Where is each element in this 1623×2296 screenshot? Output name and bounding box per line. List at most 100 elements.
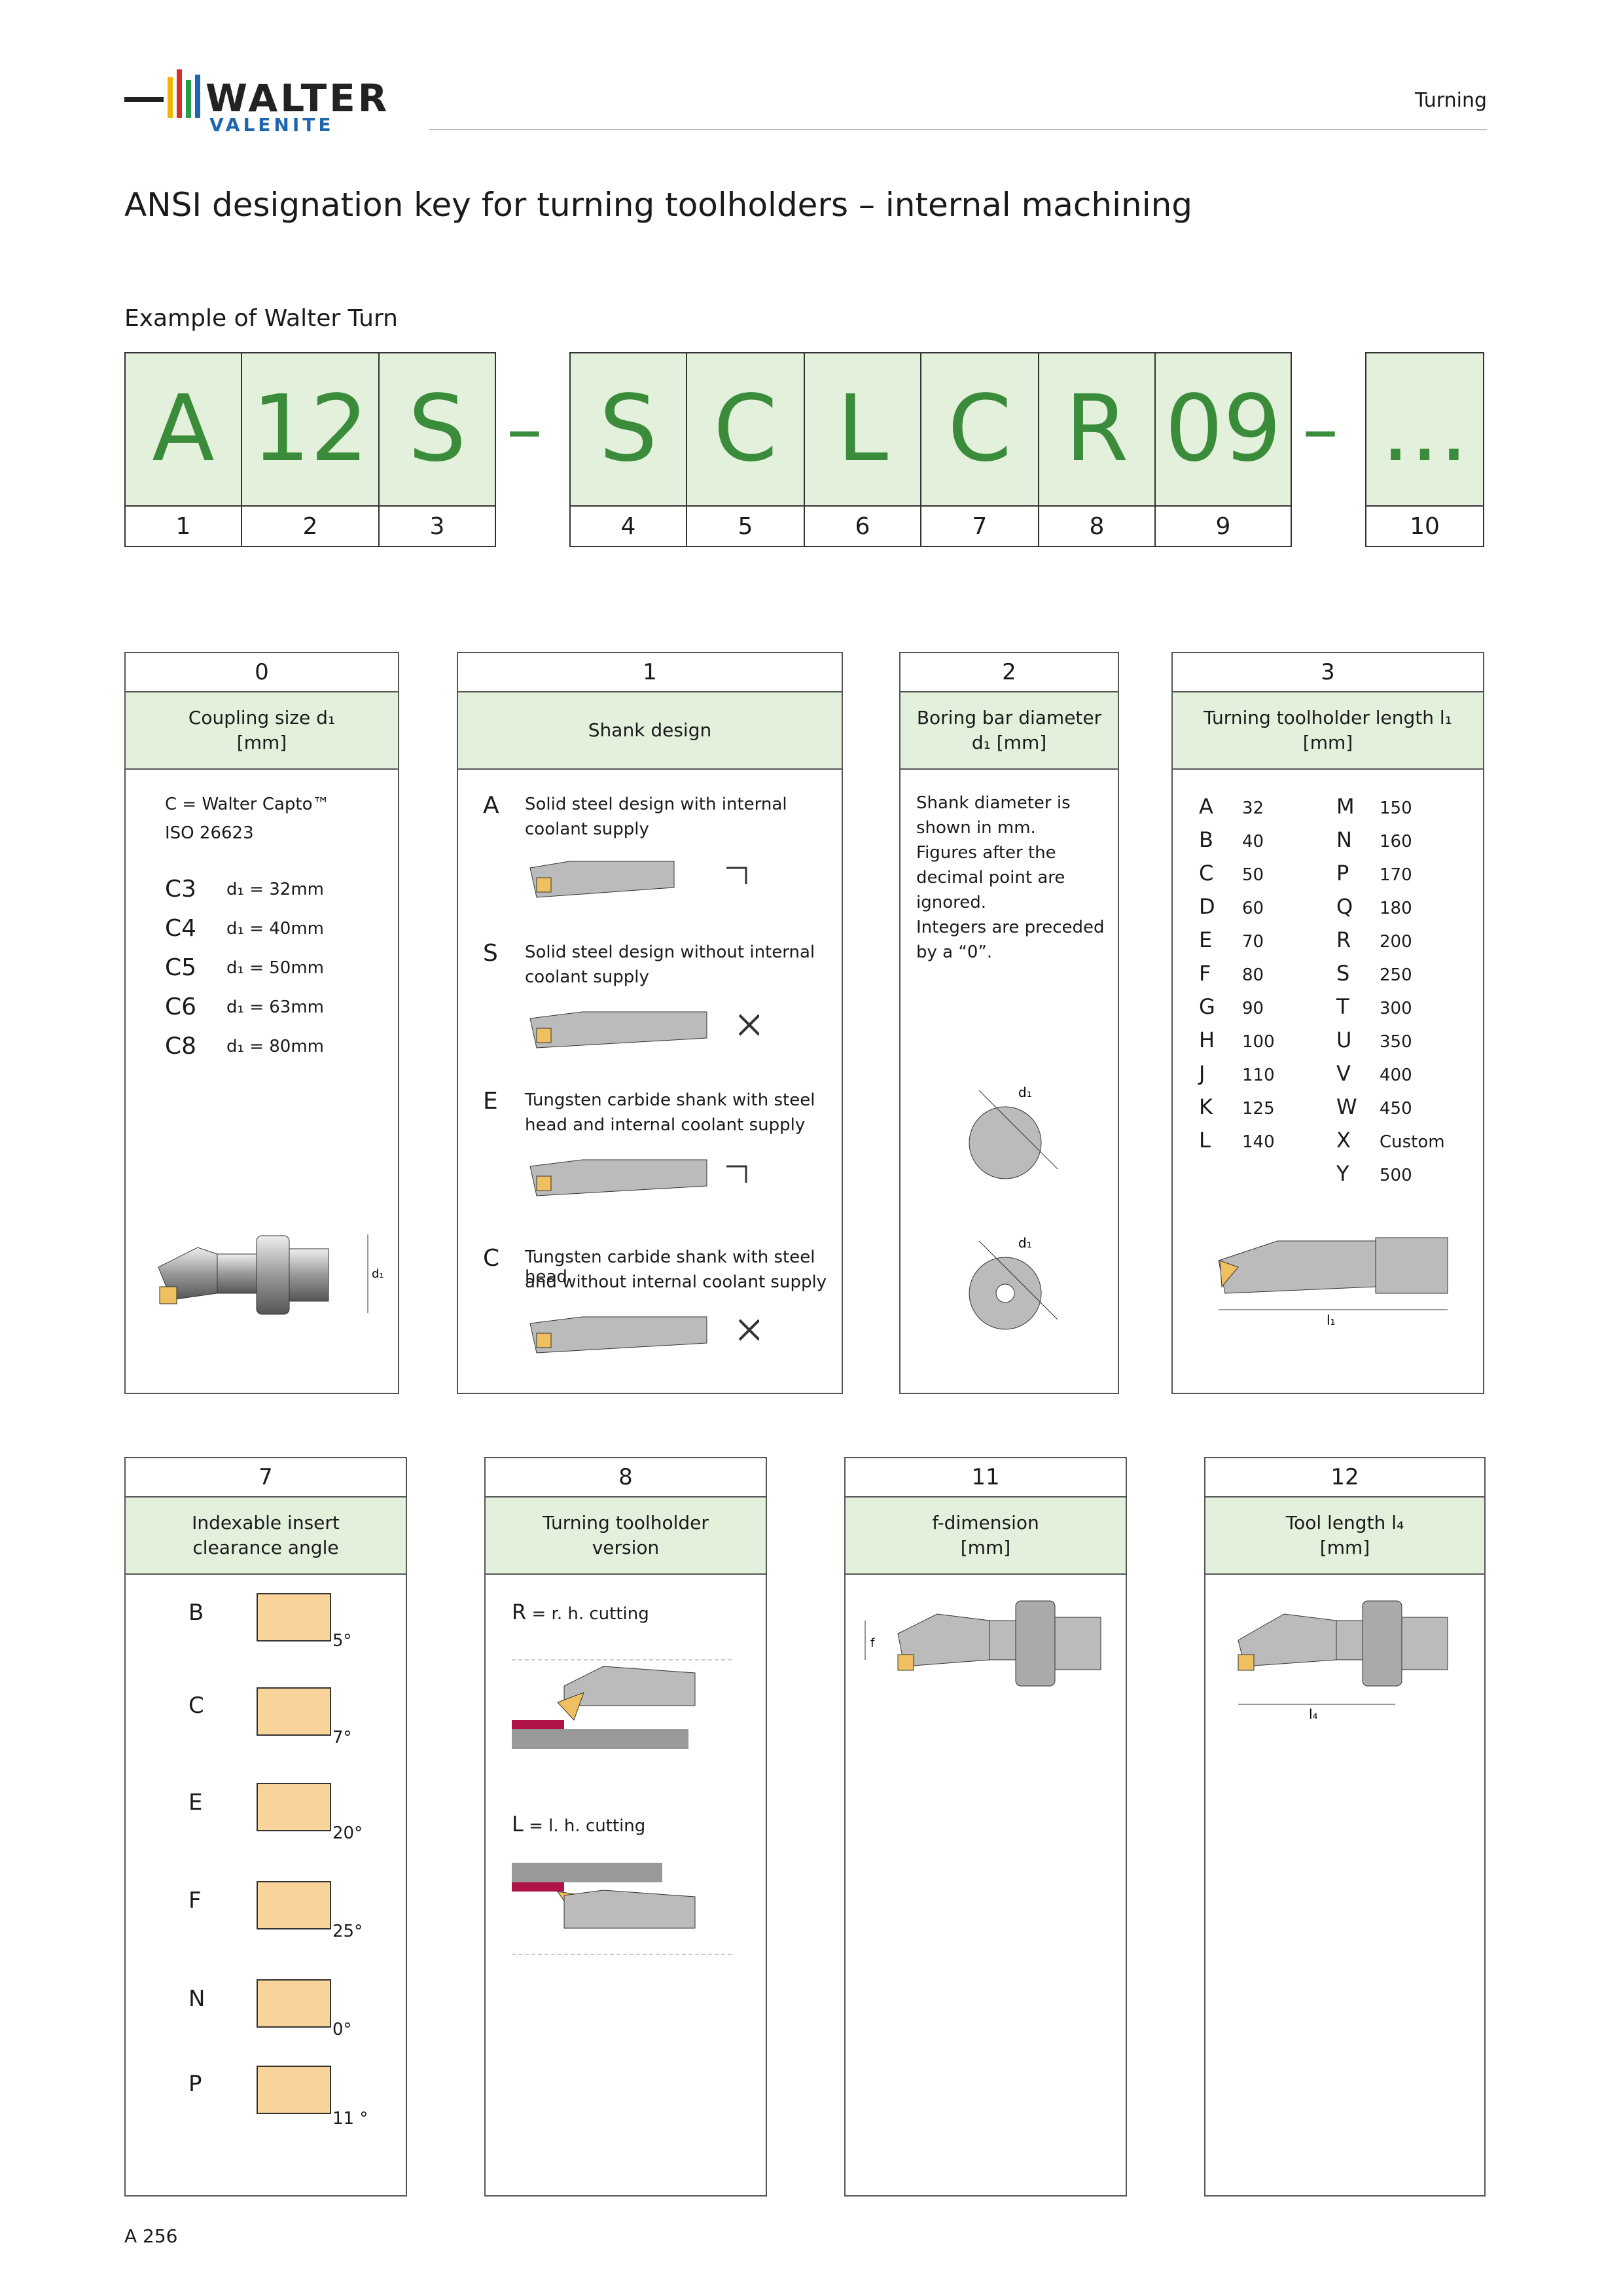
insert-shape <box>257 2066 331 2114</box>
svg-text:VALENITE: VALENITE <box>209 114 334 135</box>
length-code: R <box>1336 927 1351 952</box>
angle-label: 11 ° <box>332 2109 368 2128</box>
heading-line: f-dimension <box>932 1512 1039 1534</box>
shank-code: C <box>483 1245 500 1272</box>
angle-label: 7° <box>332 1728 352 1748</box>
heading-line: Turning toolholder <box>543 1512 709 1534</box>
heading-line: clearance angle <box>192 1537 339 1558</box>
length-value: 200 <box>1380 932 1412 952</box>
angle-label: 0° <box>332 2020 352 2039</box>
length-code: Q <box>1336 894 1353 919</box>
length-code: J <box>1199 1061 1205 1086</box>
length-value: 160 <box>1380 832 1412 852</box>
shank-text: coolant supply <box>525 819 649 839</box>
code-num-1: 1 <box>124 507 242 547</box>
angle-code: F <box>188 1888 202 1914</box>
size-value: d₁ = 80mm <box>226 1037 324 1056</box>
length-code: K <box>1199 1094 1213 1119</box>
left-hand-drawing <box>512 1863 734 1955</box>
shank-s-drawing <box>529 1011 759 1049</box>
version-text: = r. h. cutting <box>526 1604 649 1624</box>
length-value: 80 <box>1242 965 1264 985</box>
heading-line: Boring bar diameter <box>916 707 1102 728</box>
shank-text: Tungsten carbide shank with steel head <box>525 1247 815 1287</box>
length-code: V <box>1336 1061 1351 1086</box>
card-body: A Solid steel design with internal coola… <box>458 770 842 1394</box>
size-code: C5 <box>165 954 197 981</box>
code-num-2: 2 <box>241 507 380 547</box>
card-number: 0 <box>126 653 398 692</box>
angle-code: B <box>188 1600 204 1626</box>
shank-code: S <box>483 940 498 967</box>
heading-line: [mm] <box>236 732 287 753</box>
card-body: C = Walter Capto™ ISO 26623 C3 d₁ = 32mm… <box>126 770 398 1394</box>
size-code: C8 <box>165 1033 197 1060</box>
code-char-4: S <box>569 352 687 507</box>
dim-label: d₁ <box>372 1267 384 1281</box>
card-f-dimension: 11 f-dimension[mm] f <box>844 1457 1127 2197</box>
length-code: D <box>1199 894 1215 919</box>
length-code: X <box>1336 1128 1351 1153</box>
size-code: C6 <box>165 994 197 1020</box>
card-body: f <box>846 1575 1126 2197</box>
card-tool-length: 12 Tool length l₄[mm] l₄ <box>1204 1457 1486 2197</box>
card-heading: Indexable insert clearance angle <box>126 1498 406 1575</box>
angle-code: E <box>188 1789 203 1816</box>
heading-line: Tool length l₄ <box>1285 1512 1404 1534</box>
length-value: 70 <box>1242 932 1264 952</box>
card-body: Shank diameter is shown in mm. Figures a… <box>901 770 1118 1394</box>
code-char-6: L <box>804 352 921 507</box>
shank-text: and without internal coolant supply <box>525 1272 827 1292</box>
heading-line: Indexable insert <box>192 1512 340 1534</box>
card-number: 8 <box>486 1458 766 1498</box>
card-body: l₄ <box>1205 1575 1484 2197</box>
code-dash: – <box>507 387 543 471</box>
heading-line: version <box>592 1537 660 1558</box>
length-value: 500 <box>1380 1166 1412 1185</box>
code-num-4: 4 <box>569 507 687 547</box>
code-num-3: 3 <box>378 507 496 547</box>
heading-line: [mm] <box>1302 732 1353 753</box>
card-number: 7 <box>126 1458 406 1498</box>
dim-label: d₁ <box>1018 1235 1032 1251</box>
info-line: shown in mm. <box>916 818 1036 838</box>
card-number: 12 <box>1205 1458 1484 1498</box>
length-code: G <box>1199 994 1215 1019</box>
shank-text: coolant supply <box>525 967 649 987</box>
length-code: H <box>1199 1028 1215 1052</box>
card-body: R = r. h. cutting L = l. h. cutting <box>486 1575 766 2197</box>
dim-label: f <box>870 1636 875 1650</box>
angle-label: 25° <box>332 1922 363 1941</box>
code-num-6: 6 <box>804 507 921 547</box>
insert-shape <box>257 1979 331 2028</box>
length-value: 32 <box>1242 798 1264 818</box>
card-heading: Shank design <box>458 692 842 770</box>
capto-line: C = Walter Capto™ <box>165 795 330 814</box>
length-code: E <box>1199 927 1213 952</box>
section-label: Turning <box>1415 89 1487 112</box>
length-value: 450 <box>1380 1099 1412 1119</box>
code-num-7: 7 <box>920 507 1039 547</box>
insert-shape <box>257 1687 331 1736</box>
info-line: Integers are preceded <box>916 918 1105 937</box>
info-line: Shank diameter is <box>916 793 1071 813</box>
length-code: C <box>1199 861 1214 886</box>
shank-a-drawing <box>529 861 747 898</box>
code-num-9: 9 <box>1154 507 1292 547</box>
card-heading: Turning toolholder version <box>486 1498 766 1575</box>
length-value: 100 <box>1242 1032 1275 1052</box>
length-value: 400 <box>1380 1066 1412 1085</box>
length-value: 60 <box>1242 899 1264 918</box>
version-text: = l. h. cutting <box>523 1816 646 1836</box>
heading-line: d₁ [mm] <box>971 732 1047 753</box>
length-value: 140 <box>1242 1132 1275 1152</box>
length-code: F <box>1199 961 1211 986</box>
card-number: 1 <box>458 653 842 692</box>
dim-label: l₄ <box>1309 1706 1318 1722</box>
length-code: M <box>1336 794 1355 819</box>
length-value: 350 <box>1380 1032 1412 1052</box>
